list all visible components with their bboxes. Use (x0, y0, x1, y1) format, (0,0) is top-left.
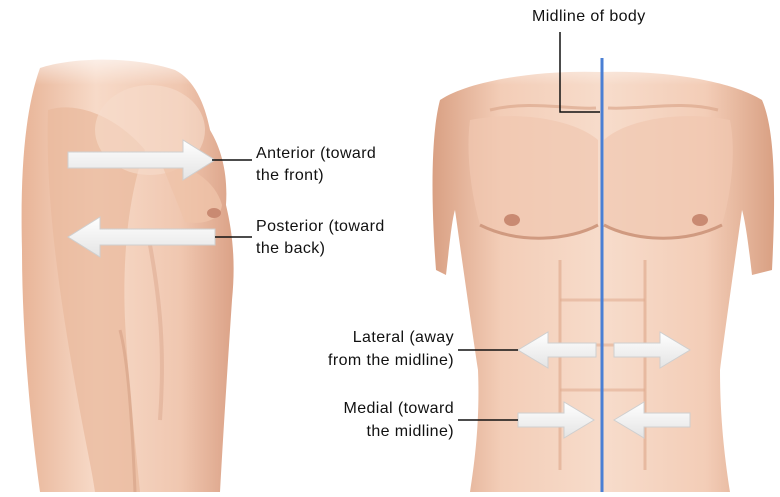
side-view-torso (0, 40, 260, 492)
posterior-label-line1: Posterior (toward (256, 216, 385, 238)
anterior-label-line1: Anterior (toward (256, 143, 376, 165)
lateral-label-line1: Lateral (away (353, 327, 454, 349)
medial-label-line2: the midline) (366, 421, 454, 443)
front-view-torso (420, 40, 780, 492)
lateral-label-line2: from the midline) (328, 350, 454, 372)
anterior-label-line2: the front) (256, 165, 324, 187)
medial-label-line1: Medial (toward (343, 398, 454, 420)
midline-label: Midline of body (532, 6, 646, 28)
posterior-label-line2: the back) (256, 238, 325, 260)
